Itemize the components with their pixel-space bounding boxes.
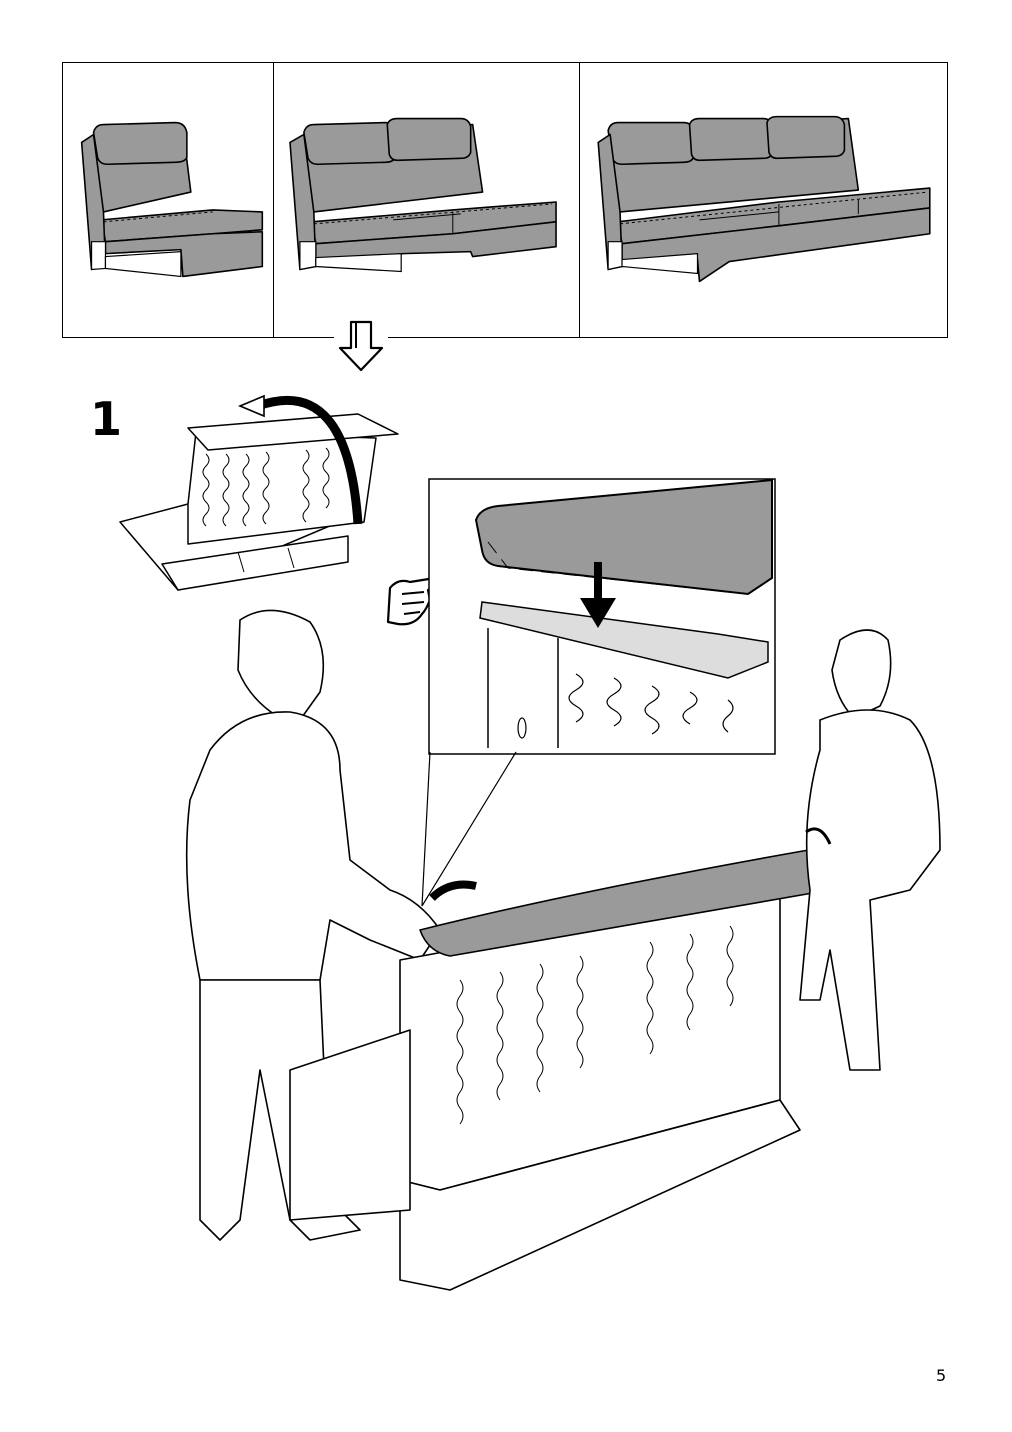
backrest-tilt-illustration <box>118 384 408 604</box>
two-seat-section-illustration <box>273 63 579 337</box>
page-number: 5 <box>936 1366 947 1385</box>
three-seat-section-illustration <box>579 63 949 337</box>
one-seat-section-illustration <box>63 63 273 337</box>
curved-rotate-arrow-icon <box>237 394 265 418</box>
sofa-variants-frame <box>62 62 948 338</box>
panel-divider <box>273 63 274 337</box>
two-people-placing-cushion-illustration <box>180 600 960 1320</box>
seat-cushion-detail-inset <box>428 478 776 756</box>
hollow-down-arrow-icon <box>334 318 388 374</box>
panel-divider <box>579 63 580 337</box>
step-number: 1 <box>90 392 122 446</box>
detail-callout-lines <box>420 750 540 910</box>
